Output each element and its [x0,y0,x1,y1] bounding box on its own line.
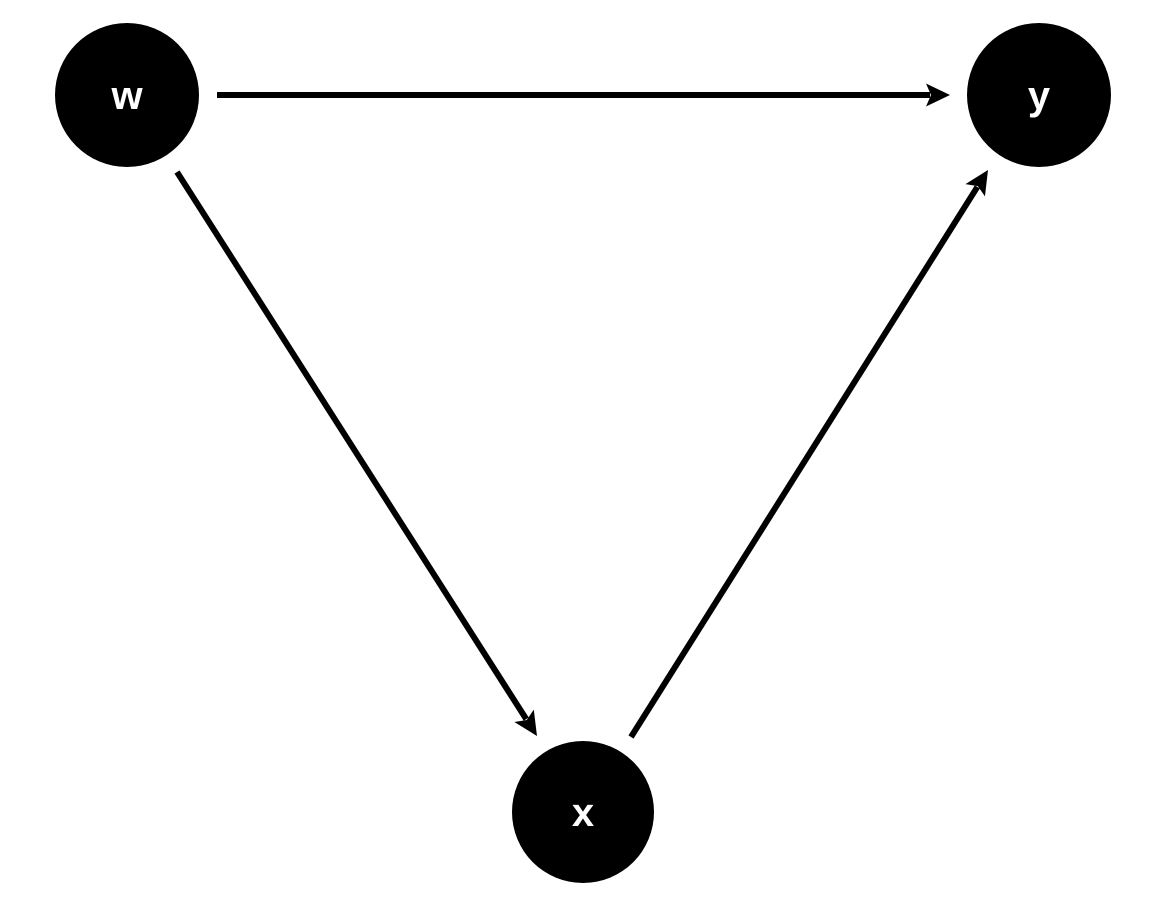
edge-w-to-x-line [174,170,529,721]
arrowhead-x-to-y [965,170,988,197]
node-x-circle [512,741,654,883]
node-layer: w x y [55,23,1111,883]
arrowhead-w-to-x [514,709,537,736]
edge-x-to-y-line [628,185,980,739]
arrowhead-w-to-y [926,83,950,107]
node-y-label: y [1028,74,1051,118]
node-x[interactable]: x [512,741,654,883]
node-x-label: x [572,791,594,835]
node-w-circle [55,23,199,167]
node-w[interactable]: w [55,23,199,167]
node-w-label: w [110,74,143,118]
node-y-circle [967,23,1111,167]
edge-w-to-x[interactable] [174,170,537,736]
node-y[interactable]: y [967,23,1111,167]
edge-layer [174,83,988,739]
edge-x-to-y[interactable] [628,170,988,739]
edge-w-to-y[interactable] [217,83,950,107]
